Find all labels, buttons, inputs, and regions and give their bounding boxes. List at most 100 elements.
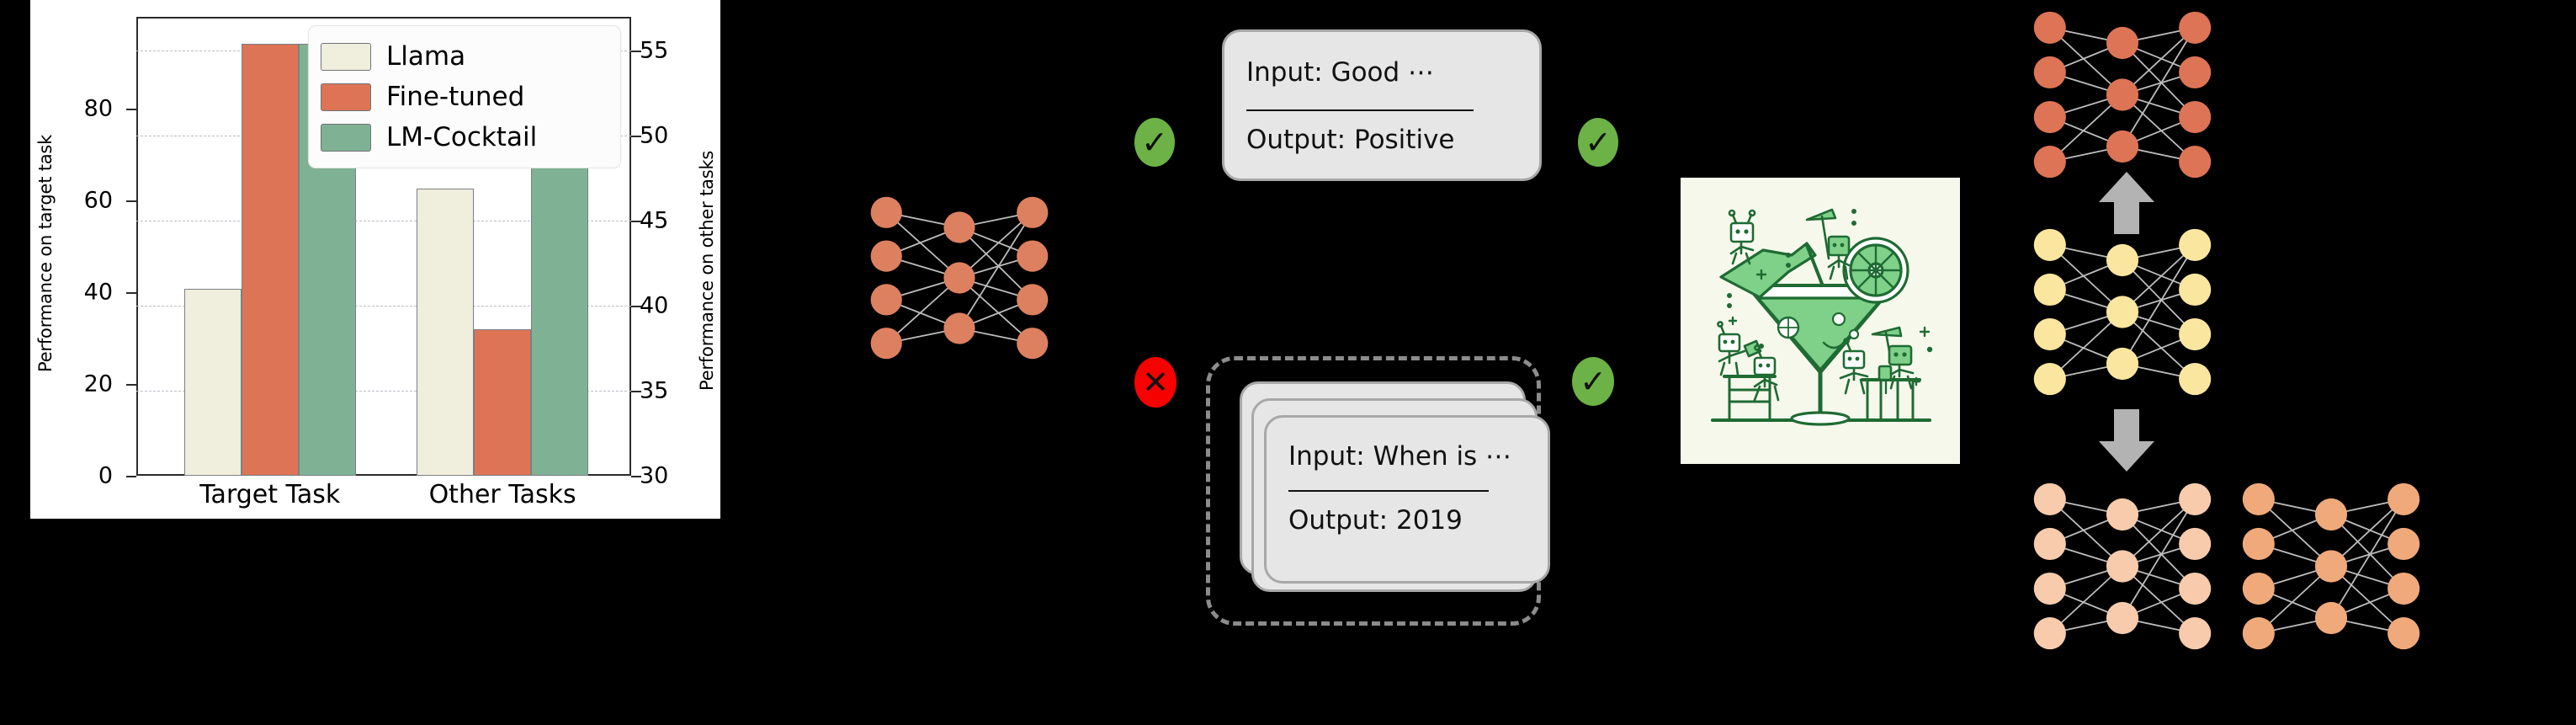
fine-tuned-network [2030, 8, 2215, 181]
gridline [136, 391, 631, 392]
y-tickmark-left [126, 292, 136, 294]
network-node-input [2033, 100, 2066, 134]
network-node-input [870, 284, 902, 316]
legend-swatch [321, 42, 371, 71]
bar-fine-tuned-other-tasks [474, 329, 532, 476]
network-node-hidden [2106, 601, 2139, 635]
bar-chart-panel: Performance on target task Performance o… [30, 0, 720, 519]
arrow-down-icon [2099, 409, 2154, 472]
network-node-input [870, 196, 902, 228]
y-tickmark-left [126, 200, 136, 202]
bar-fine-tuned-target-task [241, 43, 299, 476]
network-node-output [2179, 273, 2212, 307]
y-tick-left: 0 [98, 462, 113, 489]
network-node-output [2179, 572, 2212, 605]
merged-network-a [2030, 480, 2215, 653]
lm-cocktail-illustration [1681, 178, 1960, 464]
network-node-input [2033, 317, 2066, 351]
network-node-output [2179, 617, 2212, 650]
y-tickmark-right [631, 51, 641, 53]
network-node-output [2179, 228, 2212, 261]
y-tickmark-left [126, 384, 136, 386]
sample-card-positive: Input: Good ⋯ Output: Positive [1222, 29, 1542, 181]
y-tickmark-right [631, 476, 641, 477]
legend-swatch [321, 83, 371, 111]
network-node-hidden [943, 312, 975, 344]
network-node-hidden [943, 262, 975, 294]
card-output-text: Output: 2019 [1288, 505, 1463, 536]
network-node-output [2387, 572, 2420, 605]
bar-lm-cocktail-other-tasks [531, 166, 589, 476]
network-node-hidden [2106, 243, 2139, 277]
chevron-right-icon [1649, 281, 1674, 333]
y-axis-label-left: Performance on target task [35, 134, 56, 373]
network-node-output [2179, 317, 2212, 351]
x-tick-label: Other Tasks [428, 480, 576, 509]
legend-item-fine-tuned: Fine-tuned [321, 77, 607, 117]
base-llama-network [2030, 226, 2215, 398]
network-node-input [2033, 572, 2066, 605]
y-tick-right: 45 [640, 207, 669, 234]
y-tickmark-left [126, 109, 136, 110]
card-input-text: Input: Good ⋯ [1246, 57, 1435, 88]
network-node-input [870, 240, 902, 272]
y-tickmark-right [631, 306, 641, 308]
y-tick-left: 40 [83, 279, 113, 306]
card-input-text: Input: When is ⋯ [1288, 441, 1512, 472]
network-node-input [2033, 56, 2066, 89]
legend-swatch [321, 123, 371, 152]
network-node-hidden [2106, 26, 2139, 60]
network-node-input [2033, 527, 2066, 561]
network-node-input [2033, 146, 2066, 179]
check-icon-positive-right: ✓ [1578, 118, 1618, 167]
y-tick-right: 30 [640, 462, 669, 489]
network-node-input [2033, 363, 2066, 396]
network-node-output [2387, 482, 2420, 515]
network-node-input [2033, 273, 2066, 307]
y-tickmark-right [631, 136, 641, 138]
network-node-output [2179, 482, 2212, 515]
legend-item-lm-cocktail: LM-Cocktail [321, 117, 607, 157]
y-axis-label-right: Performance on other tasks [697, 150, 717, 391]
legend-label: Llama [386, 41, 466, 72]
network-node-output [2179, 11, 2212, 44]
y-tickmark-right [631, 391, 641, 393]
network-node-input [2033, 228, 2066, 261]
network-node-input [2033, 617, 2066, 650]
network-node-hidden [2106, 498, 2139, 531]
card-output-text: Output: Positive [1246, 125, 1455, 155]
network-node-hidden [2106, 130, 2139, 163]
network-node-output [1017, 328, 1049, 360]
y-tick-left: 80 [83, 95, 113, 122]
network-node-hidden [2314, 498, 2348, 531]
bar-llama-other-tasks [417, 188, 475, 476]
network-node-input [2242, 617, 2275, 650]
network-node-output [1017, 196, 1049, 228]
network-node-output [2179, 56, 2212, 89]
y-tick-right: 40 [640, 292, 669, 319]
network-node-hidden [2106, 550, 2139, 583]
base-model-network [867, 194, 1052, 362]
network-node-output [2179, 363, 2212, 396]
x-tick-label: Target Task [199, 480, 341, 509]
bar-llama-target-task [183, 288, 242, 476]
merged-network-b [2239, 480, 2424, 653]
y-tick-right: 55 [640, 37, 669, 64]
network-node-input [2242, 572, 2275, 605]
arrow-up-icon [2099, 172, 2154, 234]
network-node-output [2179, 146, 2212, 179]
network-node-output [1017, 240, 1049, 272]
network-node-hidden [2314, 601, 2348, 635]
y-tick-left: 60 [83, 187, 113, 214]
network-node-hidden [2106, 296, 2139, 328]
network-node-hidden [2314, 550, 2348, 583]
network-node-input [870, 328, 902, 360]
legend-item-llama: Llama [321, 36, 607, 77]
check-icon-positive-left: ✓ [1134, 118, 1175, 167]
network-node-input [2242, 482, 2275, 515]
card-divider [1246, 109, 1474, 111]
y-tick-right: 50 [640, 122, 669, 149]
network-node-hidden [2106, 347, 2139, 381]
check-icon-qa-right: ✓ [1572, 357, 1614, 406]
